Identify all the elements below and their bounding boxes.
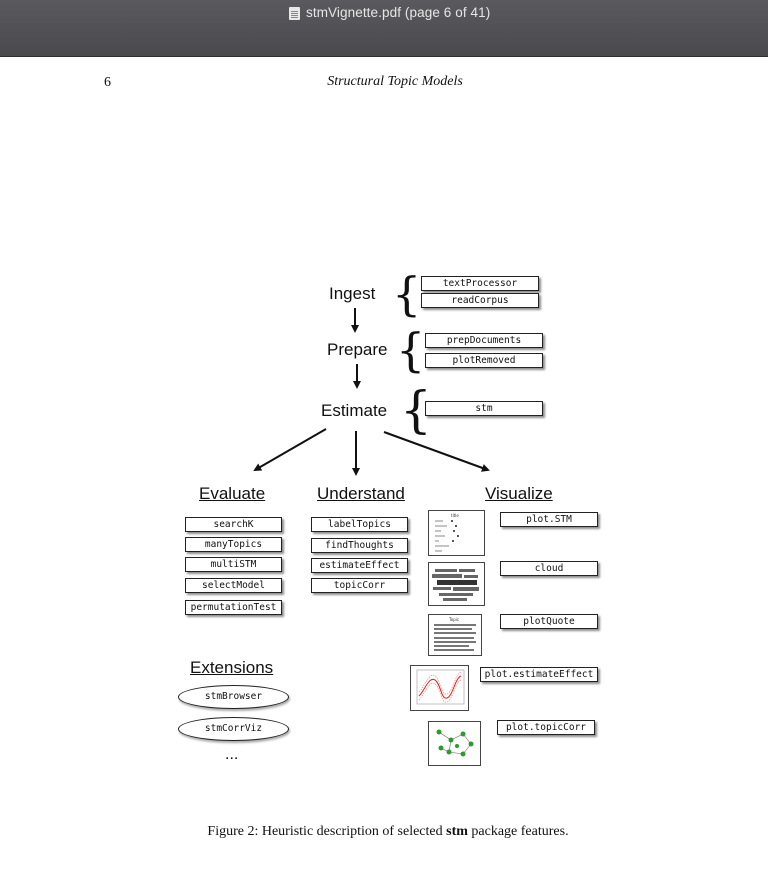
header-extensions: Extensions bbox=[190, 658, 274, 677]
running-head: Structural Topic Models bbox=[327, 74, 463, 89]
ext-stmBrowser: stmBrowser bbox=[178, 685, 289, 709]
caption-suffix: package features. bbox=[467, 824, 569, 839]
caption-prefix: Figure 2: Heuristic description of selec… bbox=[207, 824, 447, 839]
fn-textProcessor: textProcessor bbox=[421, 276, 539, 291]
extensions-more: ... bbox=[225, 746, 239, 763]
fn-plotQuote: plotQuote bbox=[500, 614, 598, 629]
fn-searchK: searchK bbox=[185, 517, 282, 532]
fn-plotRemoved: plotRemoved bbox=[425, 353, 543, 368]
figure-arrows bbox=[253, 308, 490, 476]
fn-manyTopics: manyTopics bbox=[185, 537, 282, 552]
page-number: 6 bbox=[104, 75, 111, 90]
fn-readCorpus: readCorpus bbox=[421, 293, 539, 308]
fn-multiSTM: multiSTM bbox=[185, 557, 282, 572]
brace-prepare: { bbox=[396, 323, 426, 377]
fn-stm: stm bbox=[425, 401, 543, 416]
cloud-thumbnail bbox=[428, 562, 485, 606]
ext-stmCorrViz: stmCorrViz bbox=[178, 717, 289, 741]
fn-cloud: cloud bbox=[500, 561, 598, 576]
fn-prepDocuments: prepDocuments bbox=[425, 333, 543, 348]
window-title: stmVignette.pdf (page 6 of 41) bbox=[306, 5, 491, 20]
fn-topicCorr: topicCorr bbox=[311, 578, 408, 593]
fn-plot-STM: plot.STM bbox=[500, 512, 598, 527]
fn-findThoughts: findThoughts bbox=[311, 538, 408, 553]
brace-ingest: { bbox=[392, 267, 422, 321]
svg-text:Topic: Topic bbox=[448, 617, 459, 622]
header-visualize: Visualize bbox=[485, 484, 553, 503]
arrow-estimate-visualize bbox=[383, 431, 490, 472]
fn-plot-topicCorr: plot.topicCorr bbox=[497, 720, 595, 735]
fn-permutationTest: permutationTest bbox=[185, 600, 282, 615]
plot-topicCorr-thumbnail bbox=[428, 721, 481, 766]
header-understand: Understand bbox=[317, 484, 405, 503]
arrow-estimate-evaluate bbox=[253, 428, 327, 472]
stage-ingest: Ingest bbox=[329, 284, 376, 303]
pdf-document-icon bbox=[289, 7, 300, 20]
plotQuote-thumbnail: Topic bbox=[428, 614, 482, 656]
window-titlebar[interactable]: stmVignette.pdf (page 6 of 41) bbox=[0, 0, 768, 57]
fn-selectModel: selectModel bbox=[185, 578, 282, 593]
stage-prepare: Prepare bbox=[327, 340, 388, 359]
fn-estimateEffect: estimateEffect bbox=[311, 558, 408, 573]
stage-estimate: Estimate bbox=[321, 401, 388, 420]
plot-estimateEffect-thumbnail bbox=[410, 665, 469, 711]
header-evaluate: Evaluate bbox=[199, 484, 266, 503]
fn-labelTopics: labelTopics bbox=[311, 517, 408, 532]
plot-stm-thumbnail: title bbox=[428, 510, 485, 556]
figure-caption: Figure 2: Heuristic description of selec… bbox=[0, 824, 768, 840]
fn-plot-estimateEffect: plot.estimateEffect bbox=[480, 667, 598, 682]
caption-package-name: stm bbox=[446, 824, 468, 839]
svg-text:title: title bbox=[451, 513, 459, 518]
pdf-page: 6 Structural Topic Models Ingest Prepare… bbox=[0, 57, 768, 893]
